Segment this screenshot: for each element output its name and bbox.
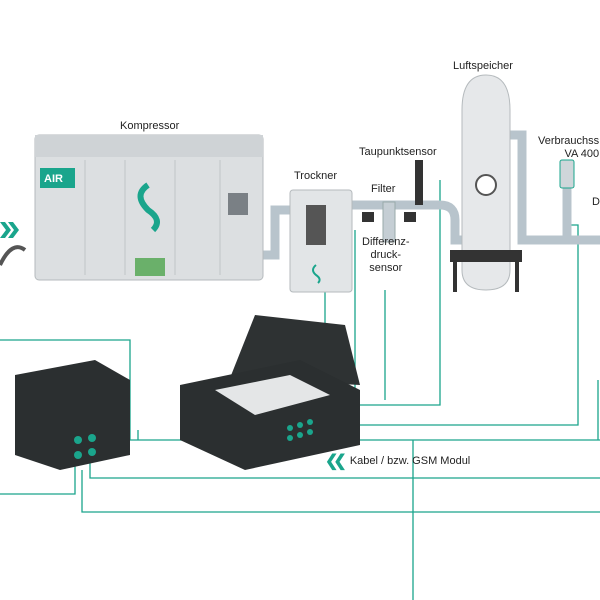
- compressor-label: Kompressor: [120, 120, 180, 132]
- dryer-label: Trockner: [294, 170, 337, 182]
- double-chevron-left-icon: ❮❮: [325, 453, 347, 470]
- dryer: [289, 189, 353, 293]
- cable-gsm-text: Kabel / bzw. GSM Modul: [349, 455, 471, 467]
- flow-sensor-label-line1: Verbrauchss: [538, 135, 600, 147]
- flow-sensor-label-line2: VA 400: [564, 148, 600, 160]
- diff-pressure-sensor-label: Differenz- druck- sensor: [362, 236, 409, 275]
- filter: [362, 201, 416, 243]
- air-receiver: [450, 74, 522, 292]
- hose: [0, 245, 27, 266]
- double-chevron-right-icon: [0, 222, 19, 238]
- diff-pressure-line3: sensor: [369, 262, 403, 274]
- cut-label: D: [592, 196, 600, 208]
- air-receiver-label: Luftspeicher: [453, 60, 513, 72]
- compressor: AIR: [34, 134, 264, 281]
- svg-text:AIR: AIR: [44, 173, 63, 185]
- dewpoint-sensor-label: Taupunktsensor: [359, 146, 437, 158]
- data-logger-case: [15, 360, 130, 470]
- portable-measuring-case: [180, 315, 360, 470]
- air-pipes: [257, 130, 600, 260]
- flow-sensor-va400: [559, 159, 575, 189]
- cable-gsm-label: ❮❮ Kabel / bzw. GSM Modul: [325, 451, 470, 471]
- dewpoint-sensor: [415, 160, 423, 205]
- filter-label: Filter: [371, 183, 396, 195]
- diff-pressure-line1: Differenz-: [362, 236, 410, 248]
- signal-cables: [0, 180, 600, 600]
- pressure-gauge-icon: [475, 174, 497, 196]
- diff-pressure-line2: druck-: [370, 249, 402, 261]
- flow-sensor-label: Verbrauchss VA 400: [538, 135, 599, 161]
